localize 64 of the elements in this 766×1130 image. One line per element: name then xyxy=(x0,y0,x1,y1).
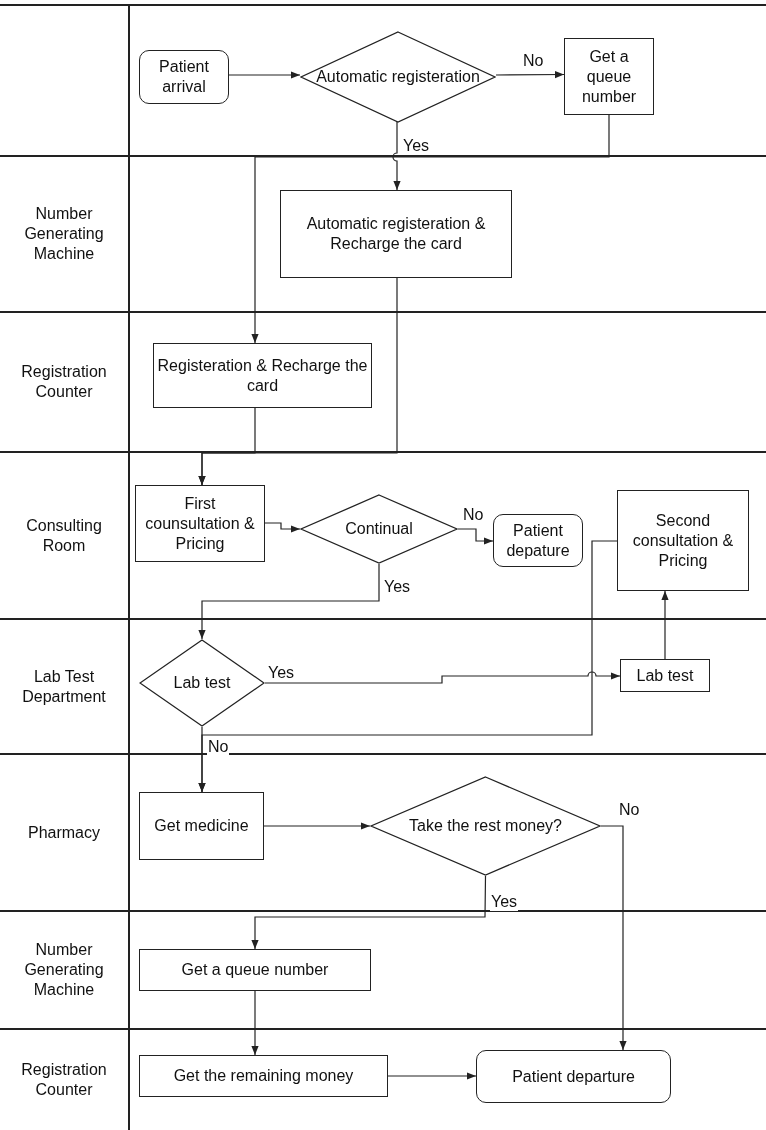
swimlane xyxy=(0,313,766,453)
lane-label: Number Generating Machine xyxy=(23,940,105,1000)
swimlane xyxy=(0,453,766,620)
lane-label: Registration Counter xyxy=(20,1060,108,1100)
process-box xyxy=(564,38,654,115)
arrow xyxy=(263,822,371,830)
arrow xyxy=(264,671,621,684)
arrow xyxy=(251,990,259,1056)
decision-diamond xyxy=(300,494,458,564)
process-box xyxy=(153,343,372,408)
node-text: First counsultation & Pricing xyxy=(144,493,256,554)
arrow xyxy=(392,120,401,191)
edge-label: Yes xyxy=(490,893,519,911)
node-text: Take the rest money? xyxy=(408,816,563,836)
lane-label: Number Generating Machine xyxy=(23,204,105,264)
node-text: Get the remaining money xyxy=(172,1066,355,1086)
swimlane xyxy=(0,912,766,1030)
arrow xyxy=(198,563,380,640)
process-box xyxy=(139,949,371,991)
arrow xyxy=(251,875,487,950)
node-text: Continual xyxy=(344,519,414,539)
process-box xyxy=(620,659,710,692)
node-text: Registeration & Recharge the card xyxy=(156,355,369,396)
process-box xyxy=(135,485,265,562)
node-text: Automatic registeration & Recharge the card xyxy=(305,214,487,254)
node-text: Get a queue number xyxy=(180,960,330,980)
process-box xyxy=(280,190,512,278)
decision-diamond xyxy=(370,776,601,876)
arrow xyxy=(457,528,494,545)
arrow xyxy=(495,70,565,79)
terminal-box xyxy=(476,1050,671,1103)
terminal-box xyxy=(139,50,229,104)
process-box xyxy=(139,792,264,860)
swimlane xyxy=(0,620,766,755)
arrow xyxy=(264,522,301,533)
node-text: Get medicine xyxy=(153,816,250,836)
arrow xyxy=(661,590,669,660)
terminal-box xyxy=(493,514,583,567)
edge-label: No xyxy=(207,738,230,756)
decision-diamond xyxy=(139,639,265,727)
lane-label: Lab Test Department xyxy=(21,666,107,707)
arrow xyxy=(251,112,610,344)
lane-label: Consulting Room xyxy=(25,515,103,556)
node-text: Patient departure xyxy=(511,1066,636,1087)
arrow xyxy=(600,825,627,1051)
arrow xyxy=(228,71,301,79)
node-text: Patient depature xyxy=(505,520,571,561)
lane-label: Pharmacy xyxy=(27,822,101,843)
node-text: Second consultation & Pricing xyxy=(631,510,735,571)
decision-diamond xyxy=(300,31,496,123)
swimlane xyxy=(0,157,766,313)
node-text: Get a queue number xyxy=(580,46,638,107)
arrow xyxy=(198,407,256,486)
process-box xyxy=(617,490,749,591)
arrow xyxy=(387,1072,477,1080)
process-box xyxy=(139,1055,388,1097)
node-text: Patient arrival xyxy=(158,57,210,97)
node-text: Lab test xyxy=(635,665,695,686)
swimlane xyxy=(0,4,766,157)
arrow xyxy=(198,540,618,793)
node-text: Automatic registeration xyxy=(315,67,481,87)
node-text: Lab test xyxy=(172,673,232,693)
lane-label: Registration Counter xyxy=(20,362,108,402)
swimlane xyxy=(0,755,766,912)
